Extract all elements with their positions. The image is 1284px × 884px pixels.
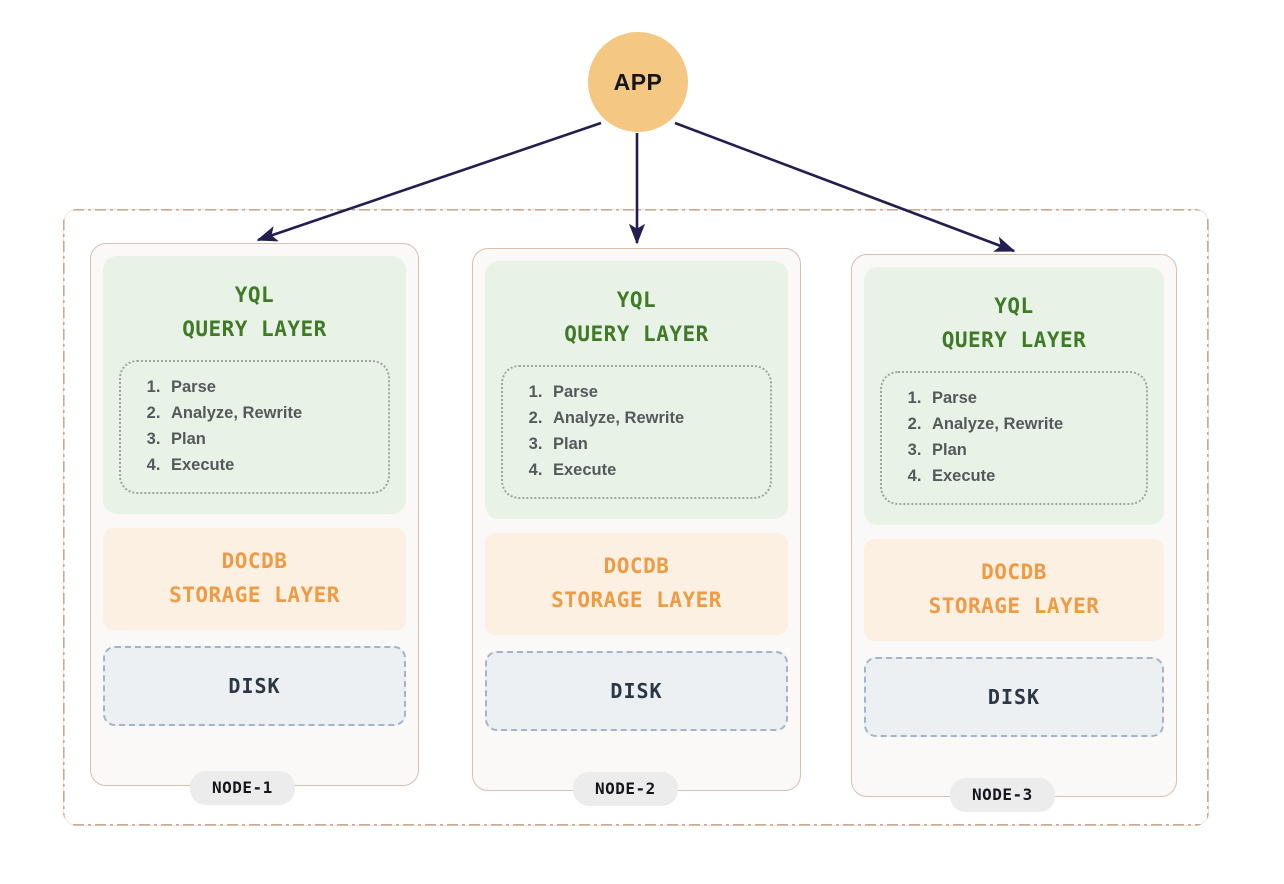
node-card-2[interactable]: YQL QUERY LAYER Parse Analyze, Rewrite P… xyxy=(472,248,801,791)
query-step: Plan xyxy=(547,432,760,458)
query-layer-2: YQL QUERY LAYER Parse Analyze, Rewrite P… xyxy=(485,261,788,519)
disk-box-2: DISK xyxy=(485,650,788,731)
storage-layer-title-3: DOCDB STORAGE LAYER xyxy=(928,559,1100,618)
app-node[interactable]: APP xyxy=(588,32,688,132)
storage-layer-3: DOCDB STORAGE LAYER xyxy=(864,538,1164,641)
storage-layer-2: DOCDB STORAGE LAYER xyxy=(485,532,788,635)
node-card-3[interactable]: YQL QUERY LAYER Parse Analyze, Rewrite P… xyxy=(851,254,1177,797)
disk-label-3: DISK xyxy=(987,684,1041,709)
query-step: Execute xyxy=(547,458,760,484)
query-step: Execute xyxy=(926,464,1136,490)
storage-layer-title-1: DOCDB STORAGE LAYER xyxy=(169,548,340,607)
query-step: Analyze, Rewrite xyxy=(547,406,760,432)
node-pill-3: NODE-3 xyxy=(950,778,1055,812)
query-step: Plan xyxy=(165,427,378,453)
query-layer-1: YQL QUERY LAYER Parse Analyze, Rewrite P… xyxy=(103,256,406,514)
query-steps-box-3: Parse Analyze, Rewrite Plan Execute xyxy=(880,371,1148,505)
node-pill-1: NODE-1 xyxy=(190,771,295,805)
app-label: APP xyxy=(613,68,663,95)
query-step: Plan xyxy=(926,438,1136,464)
disk-box-3: DISK xyxy=(864,656,1164,737)
query-step: Execute xyxy=(165,453,378,479)
query-step: Parse xyxy=(926,386,1136,412)
disk-label-1: DISK xyxy=(228,673,281,698)
query-layer-3: YQL QUERY LAYER Parse Analyze, Rewrite P… xyxy=(864,267,1164,525)
storage-layer-1: DOCDB STORAGE LAYER xyxy=(103,527,406,630)
query-step: Parse xyxy=(165,375,378,401)
query-steps-list-1: Parse Analyze, Rewrite Plan Execute xyxy=(131,375,378,479)
node-card-1[interactable]: YQL QUERY LAYER Parse Analyze, Rewrite P… xyxy=(90,243,419,786)
query-step: Analyze, Rewrite xyxy=(165,401,378,427)
node-pill-2: NODE-2 xyxy=(573,772,678,806)
query-steps-list-2: Parse Analyze, Rewrite Plan Execute xyxy=(513,380,760,484)
disk-label-2: DISK xyxy=(610,678,663,703)
query-steps-box-2: Parse Analyze, Rewrite Plan Execute xyxy=(501,365,772,499)
disk-box-1: DISK xyxy=(103,645,406,726)
query-step: Parse xyxy=(547,380,760,406)
query-layer-title-1: YQL QUERY LAYER xyxy=(182,283,327,342)
query-layer-title-3: YQL QUERY LAYER xyxy=(941,294,1087,353)
query-steps-list-3: Parse Analyze, Rewrite Plan Execute xyxy=(892,386,1136,490)
query-step: Analyze, Rewrite xyxy=(926,412,1136,438)
storage-layer-title-2: DOCDB STORAGE LAYER xyxy=(551,553,722,612)
query-layer-title-2: YQL QUERY LAYER xyxy=(564,288,709,347)
query-steps-box-1: Parse Analyze, Rewrite Plan Execute xyxy=(119,360,390,494)
